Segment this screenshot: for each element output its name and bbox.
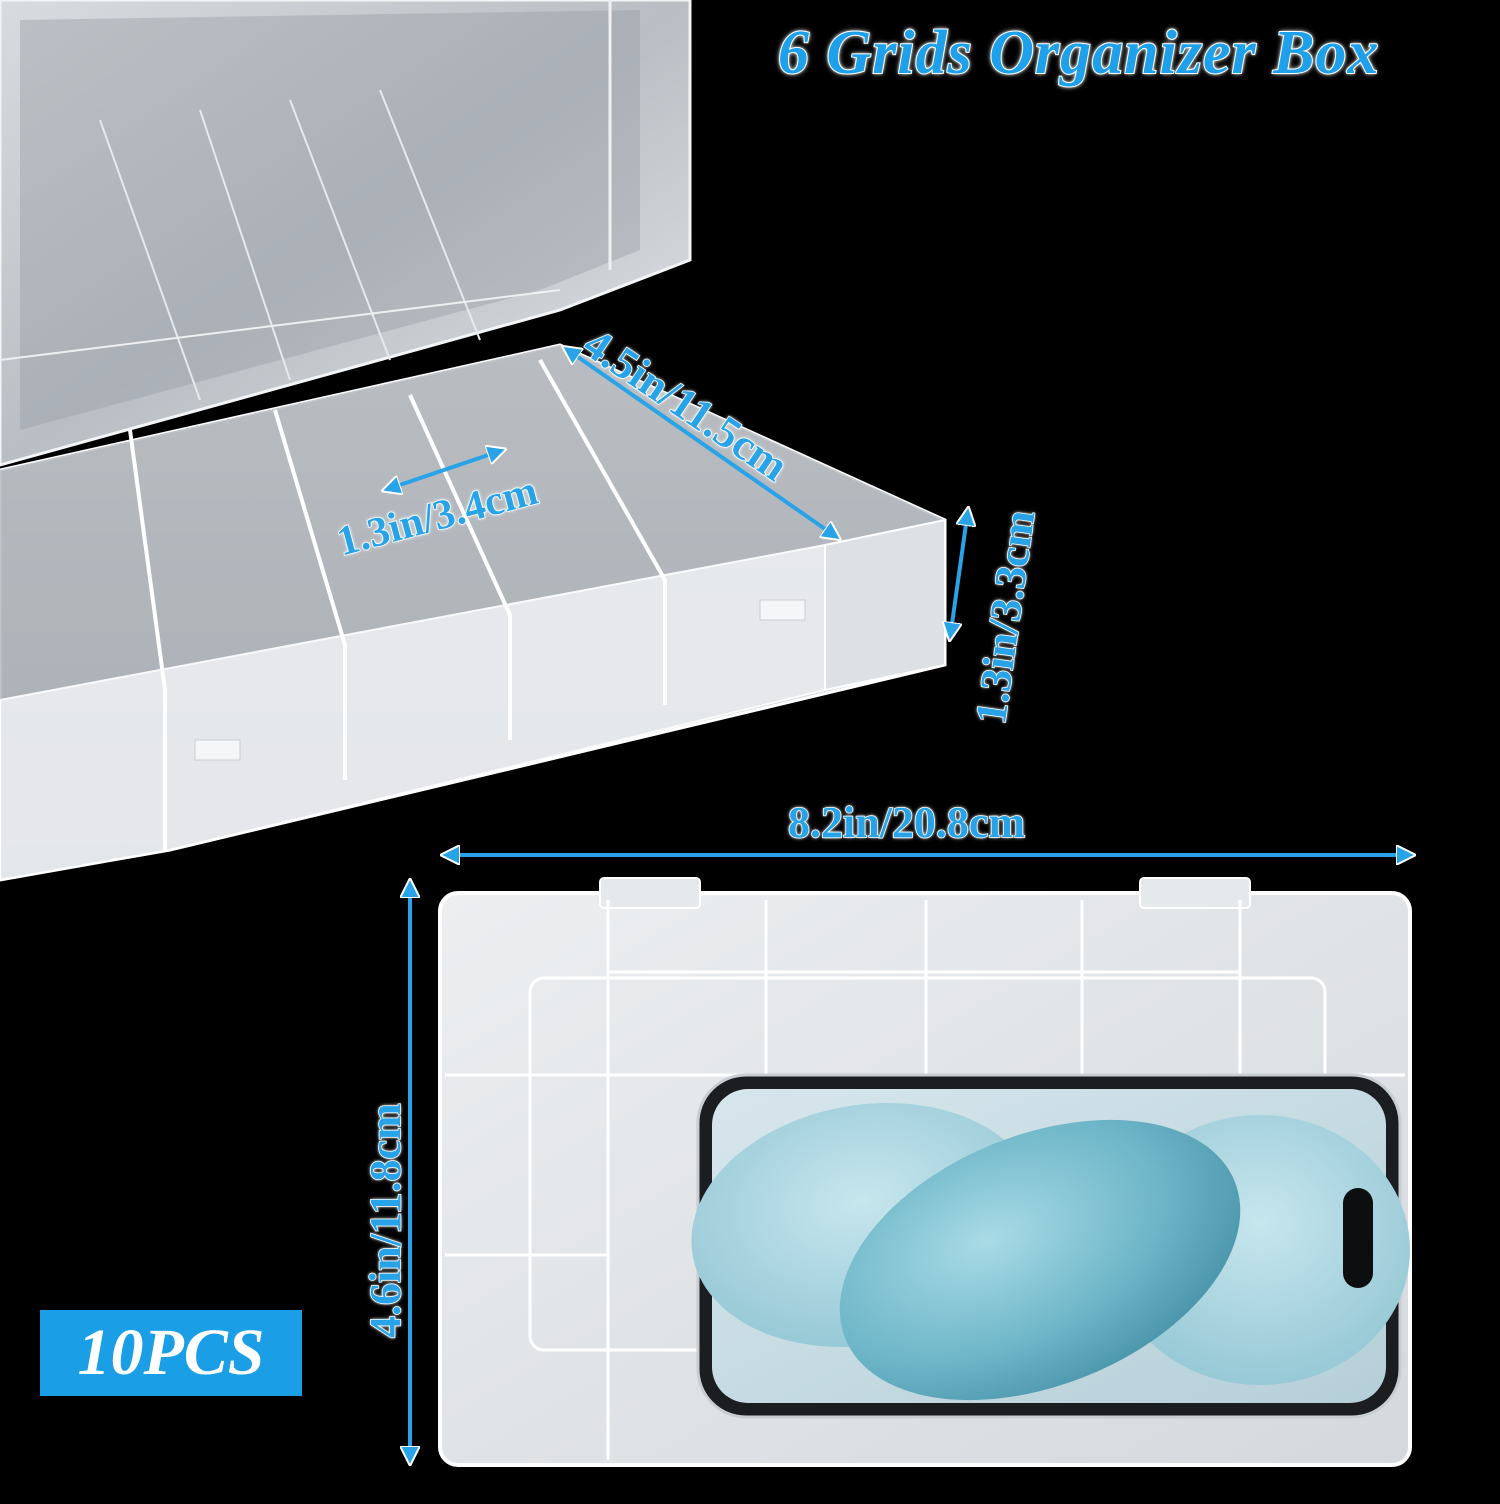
length-label: 8.2in/20.8cm xyxy=(787,797,1026,848)
grid-width-arrow xyxy=(385,450,503,490)
product-title: 6 Grids Organizer Box xyxy=(777,18,1380,88)
depth-arrow xyxy=(565,348,838,538)
quantity-badge: 10PCS xyxy=(40,1310,302,1396)
dimension-arrows xyxy=(385,348,1412,1462)
quantity-badge-text: 10PCS xyxy=(77,1316,265,1389)
width-label: 4.6in/11.8cm xyxy=(360,1103,411,1339)
height-arrow xyxy=(950,510,968,638)
open-box-lid xyxy=(0,0,692,467)
phone xyxy=(691,1073,1410,1419)
